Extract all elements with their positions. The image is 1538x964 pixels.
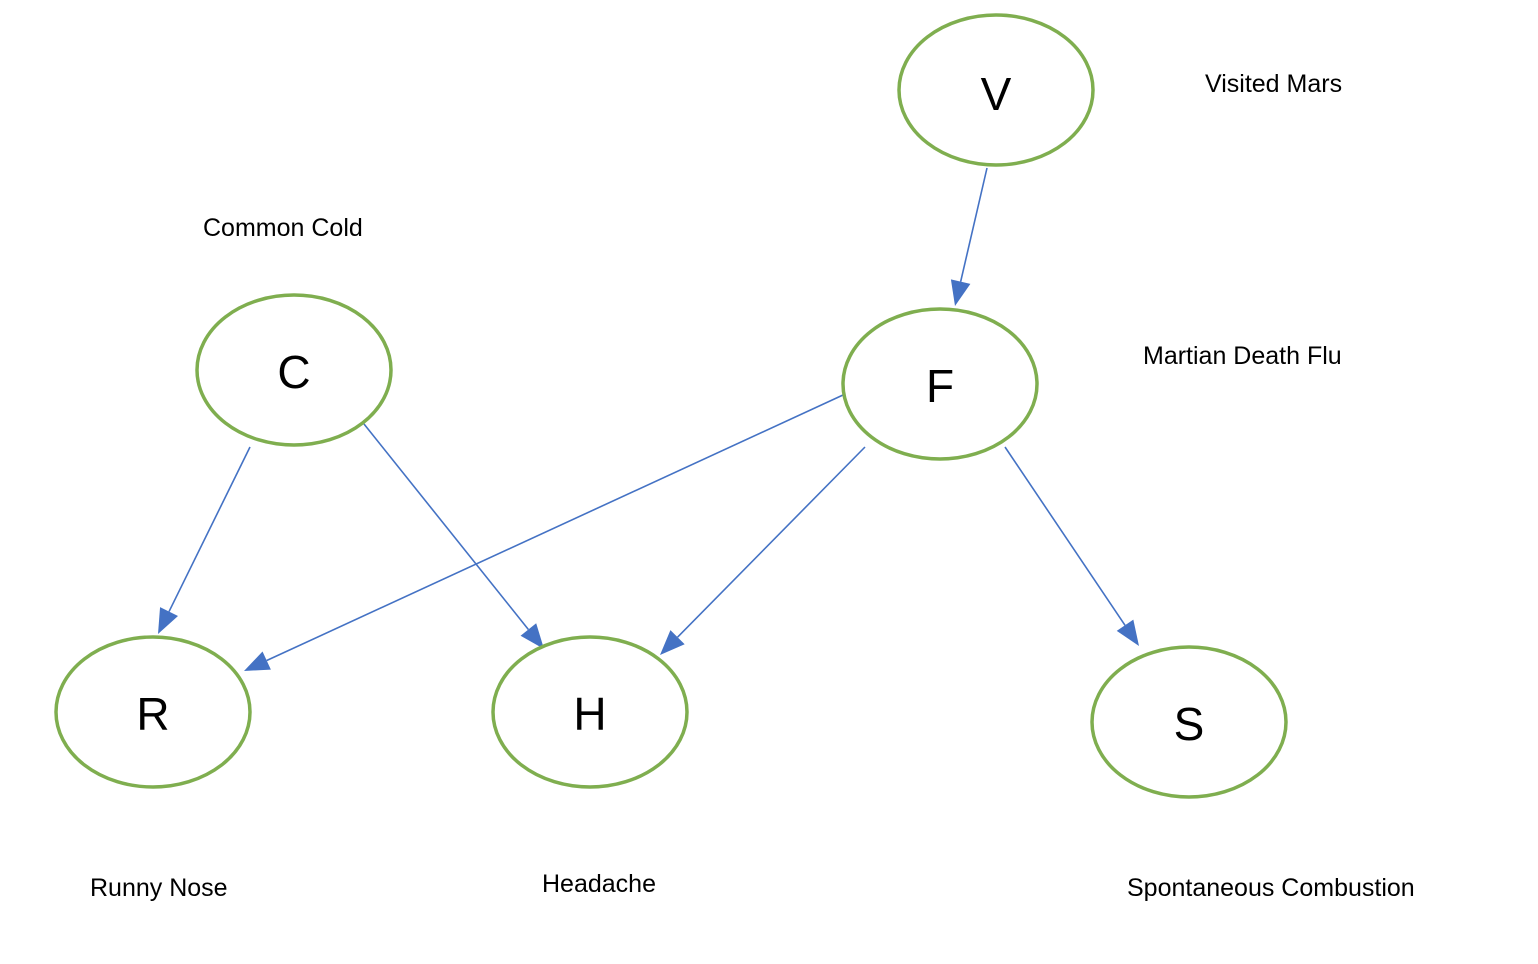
edges xyxy=(158,167,1139,671)
node-f-caption: Martian Death Flu xyxy=(1143,342,1342,370)
node-s-letter: S xyxy=(1174,698,1205,750)
edge-c-r xyxy=(168,446,251,612)
edge-v-f-arrowhead xyxy=(950,279,971,306)
node-c[interactable]: C xyxy=(195,293,393,447)
node-h-ellipse xyxy=(491,635,689,789)
node-f-ellipse xyxy=(841,307,1039,461)
edge-c-h-arrowhead xyxy=(520,623,544,649)
edge-c-r-arrowhead xyxy=(158,607,179,634)
node-r-letter: R xyxy=(136,688,169,740)
edge-f-r-arrowhead xyxy=(244,651,271,671)
edge-f-h-arrowhead xyxy=(660,630,685,655)
node-v-letter: V xyxy=(981,68,1012,120)
edge-v-f xyxy=(959,167,988,282)
node-v-caption: Visited Mars xyxy=(1205,70,1342,98)
node-f-letter: F xyxy=(926,360,954,412)
edge-c-h xyxy=(363,423,530,630)
node-r[interactable]: R xyxy=(54,635,252,789)
node-s-ellipse xyxy=(1090,645,1288,799)
edge-f-r xyxy=(266,394,844,662)
edge-f-h xyxy=(676,446,866,638)
node-r-caption: Runny Nose xyxy=(90,874,228,902)
node-v-ellipse xyxy=(897,13,1095,167)
node-c-letter: C xyxy=(277,346,310,398)
node-h[interactable]: H xyxy=(491,635,689,789)
edge-f-s-arrowhead xyxy=(1116,619,1139,646)
node-r-ellipse xyxy=(54,635,252,789)
node-c-ellipse xyxy=(195,293,393,447)
node-h-letter: H xyxy=(573,688,606,740)
node-f[interactable]: F xyxy=(841,307,1039,461)
node-c-caption: Common Cold xyxy=(203,214,363,242)
edge-f-s xyxy=(1004,446,1126,626)
node-v[interactable]: V xyxy=(897,13,1095,167)
node-s-caption: Spontaneous Combustion xyxy=(1127,874,1415,902)
node-h-caption: Headache xyxy=(542,870,656,898)
node-s[interactable]: S xyxy=(1090,645,1288,799)
